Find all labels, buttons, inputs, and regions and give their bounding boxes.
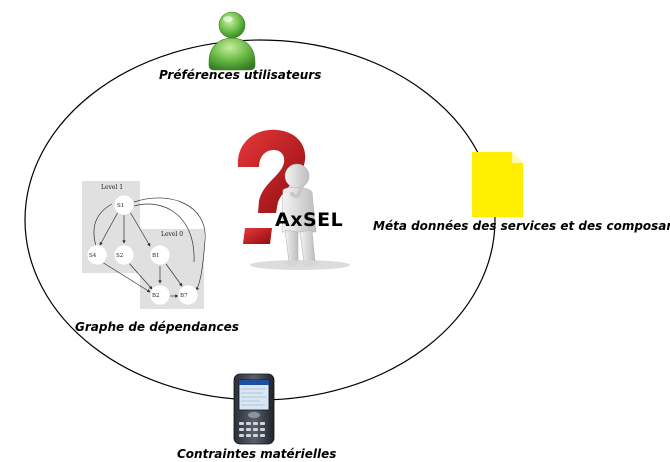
node-b7: B7 [180,293,188,299]
dependency-graph-image: Level 1 Level 0 S1 S4 S2 B1 [82,181,206,309]
node-s2: S2 [116,253,123,259]
caption-dependency-graph: Graphe de dépendances [75,320,239,334]
center-title: AxSEL [275,209,344,231]
caption-user-preferences: Préférences utilisateurs [159,68,322,82]
question-mark-thinker [228,125,353,273]
caption-hardware-constraints: Contraintes matérielles [177,447,337,461]
level-0-label: Level 0 [161,231,183,238]
caption-metadata: Méta données des services et des composa… [373,219,670,233]
node-s4: S4 [89,253,97,259]
node-b2: B2 [152,293,160,299]
smartphone-icon [233,373,275,445]
document-icon [472,152,523,217]
user-icon [208,11,256,71]
node-s1: S1 [117,203,124,209]
level-1-label: Level 1 [101,184,123,191]
node-b1: B1 [152,253,160,259]
